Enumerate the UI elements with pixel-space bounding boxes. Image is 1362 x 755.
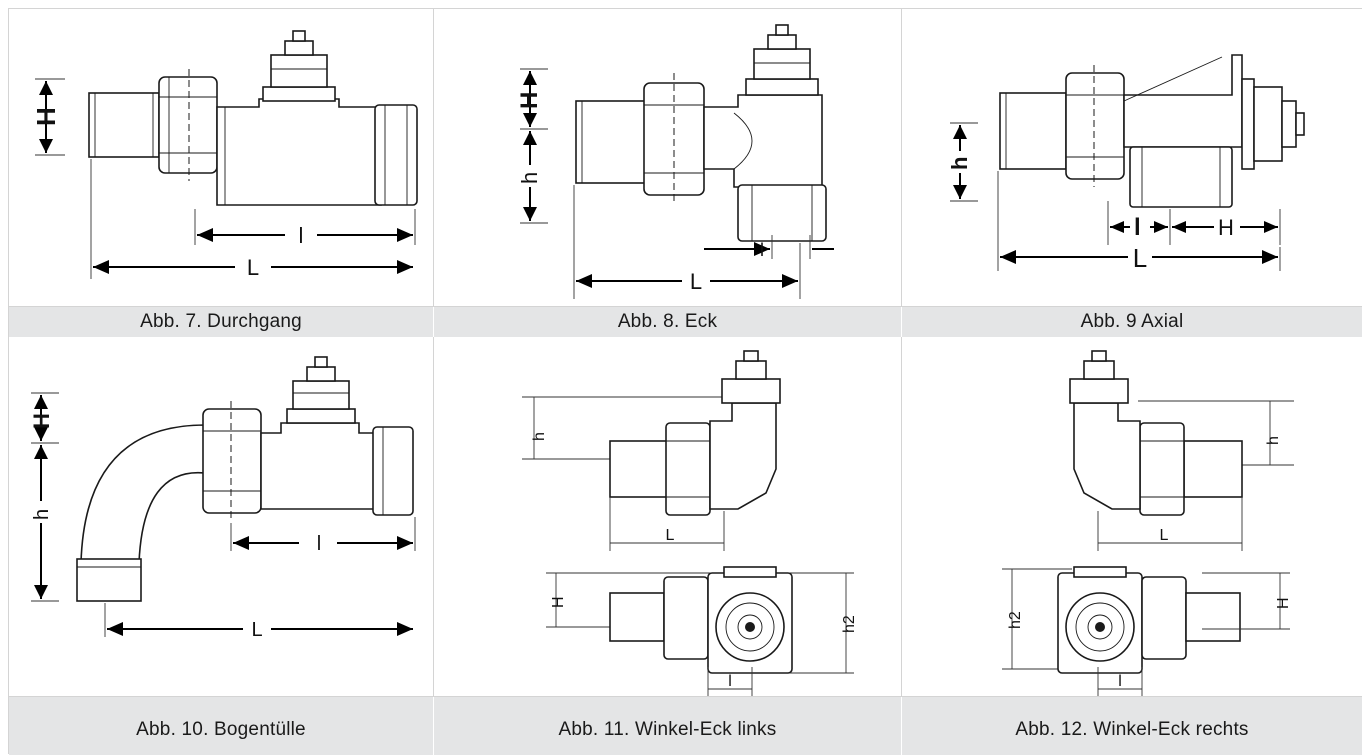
figure-grid: H <box>8 8 1362 755</box>
dim-H: H <box>29 392 59 444</box>
valve-straight-drawing: H <box>31 30 418 280</box>
valve-axial-drawing: h l <box>947 54 1305 273</box>
dim-h: h <box>517 131 548 224</box>
dim-L: L <box>90 159 413 280</box>
figure-9-axial: h l <box>902 9 1362 307</box>
caption-figure-12: Abb. 12. Winkel-Eck rechts <box>902 697 1362 755</box>
svg-text:L: L <box>690 269 702 294</box>
svg-text:L: L <box>666 527 675 544</box>
caption-figure-8: Abb. 8. Eck <box>434 307 902 337</box>
svg-text:H: H <box>1275 597 1292 609</box>
svg-text:L: L <box>251 619 262 641</box>
valve-angle-drawing: H h <box>516 24 834 299</box>
dim-l: l <box>1107 201 1171 245</box>
svg-text:l: l <box>760 240 764 260</box>
svg-text:h: h <box>517 172 542 184</box>
dim-L: L <box>104 603 413 641</box>
svg-text:h2: h2 <box>1007 611 1024 629</box>
svg-text:L: L <box>1160 527 1169 544</box>
svg-text:l: l <box>1134 214 1141 241</box>
caption-figure-10: Abb. 10. Bogentülle <box>9 697 434 755</box>
svg-text:h2: h2 <box>841 615 858 633</box>
svg-text:l: l <box>299 223 304 248</box>
dim-H: H <box>516 68 548 130</box>
dim-H: H <box>31 78 65 156</box>
svg-text:H: H <box>1218 215 1234 240</box>
valve-corner-left-drawing: h L H h <box>522 350 858 696</box>
dim-H: H <box>1172 209 1281 245</box>
svg-text:h: h <box>31 509 53 520</box>
dim-L: L <box>573 185 801 299</box>
svg-text:L: L <box>247 255 259 280</box>
dim-l: l <box>704 235 834 260</box>
svg-text:L: L <box>1133 243 1147 273</box>
figure-7-durchgang: H <box>9 9 434 307</box>
svg-text:l: l <box>1118 673 1122 690</box>
svg-text:H: H <box>29 413 54 429</box>
svg-text:l: l <box>317 533 321 555</box>
caption-figure-11: Abb. 11. Winkel-Eck links <box>434 697 902 755</box>
valve-elbow-drawing: H h <box>29 356 416 641</box>
svg-text:h: h <box>947 157 972 170</box>
dim-L: L <box>997 171 1281 273</box>
valve-corner-right-drawing: h L h2 <box>1002 350 1294 696</box>
dim-h: h <box>31 445 59 602</box>
svg-text:l: l <box>728 673 732 690</box>
dim-l: l <box>230 517 416 555</box>
caption-figure-9: Abb. 9 Axial <box>902 307 1362 337</box>
figure-11-winkel-eck-links: h L H h <box>434 337 902 697</box>
svg-text:H: H <box>31 107 61 126</box>
dim-h: h <box>947 122 978 202</box>
svg-text:h: h <box>531 432 548 441</box>
svg-text:H: H <box>516 92 543 109</box>
svg-text:H: H <box>550 596 567 608</box>
figure-10-bogentuelle: H h <box>9 337 434 697</box>
figure-8-eck: H h <box>434 9 902 307</box>
figure-12-winkel-eck-rechts: h L h2 <box>902 337 1362 697</box>
caption-figure-7: Abb. 7. Durchgang <box>9 307 434 337</box>
svg-text:h: h <box>1265 436 1282 445</box>
dim-l: l <box>194 209 416 248</box>
